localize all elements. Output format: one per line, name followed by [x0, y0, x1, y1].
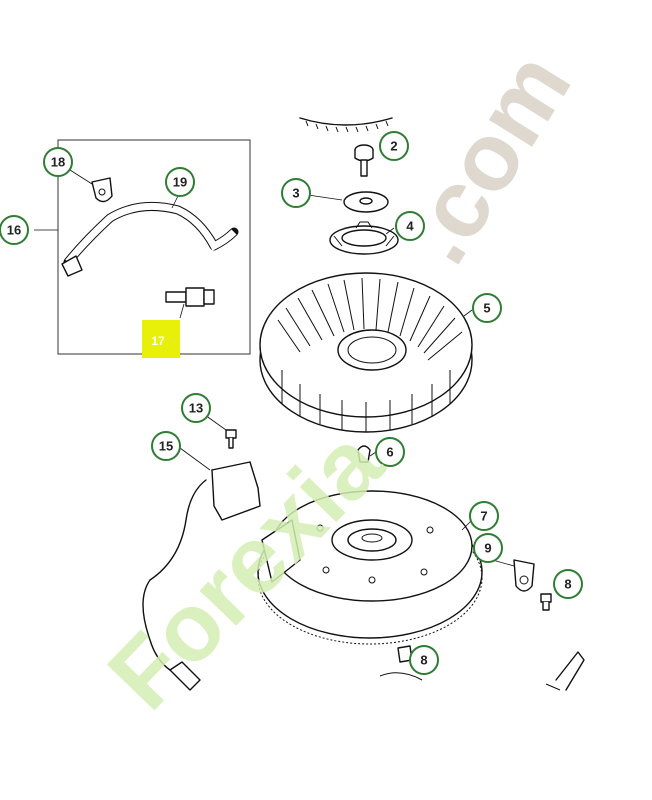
washer-part-3	[343, 191, 389, 213]
starter-cup-part-4	[329, 221, 399, 255]
fan-part-5	[259, 272, 473, 433]
callout-4[interactable]: 4	[395, 211, 425, 241]
callout-8-right[interactable]: 8	[553, 569, 583, 599]
callout-2-label: 2	[390, 139, 397, 154]
callout-7[interactable]: 7	[469, 501, 499, 531]
callout-4-label: 4	[406, 219, 414, 234]
callout-8-bottom-label: 8	[420, 653, 427, 668]
callout-17-highlighted[interactable]: 17	[142, 320, 180, 358]
clip-part-9	[513, 559, 535, 592]
screw-part-13	[225, 429, 237, 449]
callout-15[interactable]: 15	[151, 431, 181, 461]
screw-part-8-bottom	[379, 645, 423, 681]
callout-13-label: 13	[189, 401, 203, 416]
hose-part-19	[61, 201, 239, 277]
callout-2[interactable]: 2	[379, 131, 409, 161]
callout-18[interactable]: 18	[43, 147, 73, 177]
callout-17-label: 17	[151, 334, 165, 348]
clip-part-18	[91, 177, 113, 203]
callout-6[interactable]: 6	[375, 437, 405, 467]
callout-15-label: 15	[159, 439, 173, 454]
callout-8-right-label: 8	[564, 577, 571, 592]
callout-13[interactable]: 13	[181, 393, 211, 423]
callout-19-label: 19	[173, 175, 187, 190]
callout-3[interactable]: 3	[281, 178, 311, 208]
callout-5-label: 5	[483, 301, 490, 316]
top-partial-housing	[299, 117, 393, 133]
callout-9[interactable]: 9	[473, 533, 503, 563]
callout-6-label: 6	[386, 445, 393, 460]
callout-7-label: 7	[480, 509, 487, 524]
callout-8-bottom[interactable]: 8	[409, 645, 439, 675]
spark-plug-part-17	[165, 287, 215, 307]
callout-16[interactable]: 16	[0, 215, 29, 245]
callout-19[interactable]: 19	[165, 167, 195, 197]
ignition-coil-part-15	[142, 461, 261, 691]
callout-5[interactable]: 5	[472, 293, 502, 323]
group-box-16	[57, 139, 251, 355]
callout-9-label: 9	[484, 541, 491, 556]
watermark-grey-text: .com	[382, 34, 591, 281]
key-part-6	[357, 445, 371, 463]
callout-3-label: 3	[292, 186, 299, 201]
screw-part-2	[354, 144, 374, 177]
screw-part-8-right	[540, 593, 552, 611]
callout-18-label: 18	[51, 155, 65, 170]
callout-16-label: 16	[7, 223, 21, 238]
flywheel-part-7	[257, 490, 483, 645]
partial-bracket-bottom-right	[545, 651, 585, 691]
